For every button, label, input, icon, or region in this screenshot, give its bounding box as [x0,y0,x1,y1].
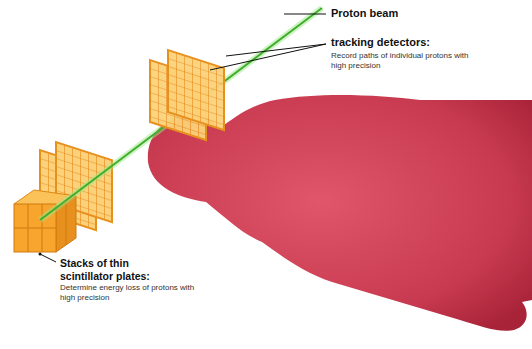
proton-beam-glow [40,8,322,220]
leader-line [210,44,326,70]
proton-beam [40,8,322,220]
part-label: tracking detectors: [331,36,481,49]
leader-line [226,44,326,56]
part-label: Stacks of thin scintillator plates: [60,257,180,282]
leader-dot [39,253,42,256]
part-description: Determine energy loss of protons with hi… [60,283,210,302]
part-description: Record paths of individual protons with … [331,51,481,70]
leader-line [40,254,56,262]
leader-line [284,14,326,15]
tracking-detector [168,50,224,130]
beam-label: Proton beam [331,7,451,20]
